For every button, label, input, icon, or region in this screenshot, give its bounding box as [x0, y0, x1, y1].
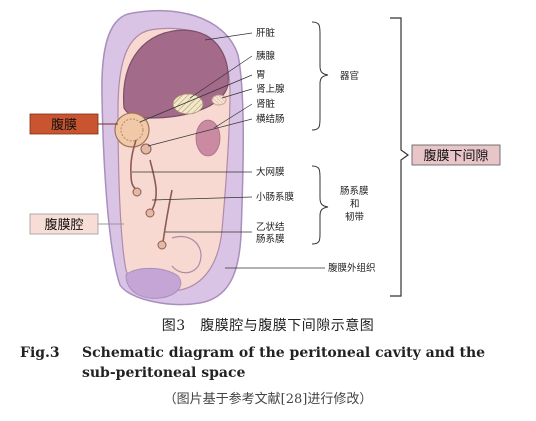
label-organs-group: 器官: [340, 70, 359, 82]
adrenal-gland: [211, 94, 227, 106]
label-small-bowel-mesentery: 小肠系膜: [256, 192, 295, 203]
small-bowel-mesentery: [149, 159, 157, 211]
peritoneal-cavity-box-label: 腹膜腔: [44, 217, 83, 233]
brace-mesentery: [311, 165, 329, 245]
label-sigmoid-2: 肠系膜: [256, 234, 285, 245]
label-adrenal: 肾上腺: [256, 83, 285, 95]
label-kidney: 肾脏: [256, 98, 276, 110]
peritoneum-box-label: 腹膜: [51, 117, 77, 133]
subperitoneal-box: [411, 144, 501, 166]
caption-en-body: Schematic diagram of the peritoneal cavi…: [82, 345, 486, 381]
label-mesentery-group-3: 韧带: [345, 211, 365, 223]
label-pancreas: 胰腺: [256, 50, 276, 62]
lower-fold: [171, 236, 202, 274]
small-bowel: [145, 208, 155, 218]
caption-note: （图片基于参考文献[28]进行修改）: [163, 392, 373, 407]
caption-zh: 图3 腹膜腔与腹膜下间隙示意图: [161, 318, 375, 334]
stomach-inner: [120, 118, 144, 142]
caption-en-prefix: Fig.3: [20, 345, 60, 361]
lower-pocket: [125, 267, 182, 299]
omentum-end: [132, 187, 142, 197]
label-sigmoid-1: 乙状结: [256, 221, 285, 233]
subperitoneal-box-label: 腹膜下间隙: [423, 148, 488, 164]
label-mesentery-group-2: 和: [350, 199, 360, 210]
sigmoid-colon: [157, 240, 167, 250]
label-greater-omentum: 大网膜: [256, 166, 285, 178]
label-mesentery-group-1: 肠系膜: [340, 186, 369, 197]
caption-en: Fig.3 Schematic diagram of the peritoneal…: [20, 343, 520, 381]
label-extraperitoneal: 腹膜外组织: [328, 262, 376, 274]
label-transverse-colon: 横结肠: [256, 113, 285, 125]
kidney: [195, 119, 221, 157]
sigmoid-mesentery: [162, 189, 173, 243]
brace-subperitoneal: [390, 17, 410, 297]
label-stomach: 胃: [256, 70, 266, 81]
brace-organs: [311, 21, 329, 131]
stomach: [114, 112, 150, 148]
pancreas: [172, 93, 204, 115]
transverse-colon: [140, 143, 152, 155]
label-liver: 肝脏: [256, 27, 276, 39]
